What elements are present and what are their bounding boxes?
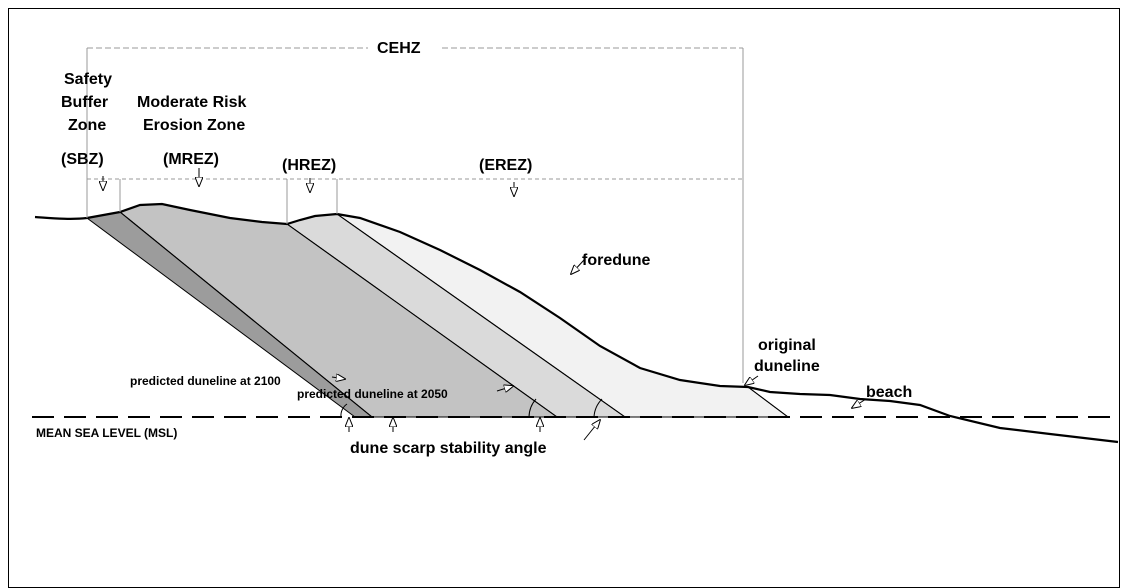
stability-angle-label: dune scarp stability angle bbox=[350, 440, 547, 457]
predicted-2100-arrow bbox=[331, 377, 345, 379]
beach-label: beach bbox=[866, 384, 912, 401]
mrez-abbr: (MREZ) bbox=[163, 151, 219, 168]
msl-label: MEAN SEA LEVEL (MSL) bbox=[36, 426, 177, 440]
original-duneline-arrow bbox=[745, 375, 759, 385]
cehz-label: CEHZ bbox=[377, 40, 421, 57]
angle-arc-3 bbox=[593, 398, 603, 418]
hrez-boundary-line bbox=[336, 213, 626, 418]
predicted-2100-line bbox=[119, 211, 373, 418]
hrez-abbr: (HREZ) bbox=[282, 157, 336, 174]
erez-boundary-line bbox=[747, 386, 789, 418]
mrez-label-line1: Moderate Risk bbox=[137, 94, 246, 111]
angle-arc-2 bbox=[528, 398, 537, 418]
erez-abbr: (EREZ) bbox=[479, 157, 532, 174]
predicted-2050-arrow bbox=[496, 386, 513, 391]
diagram-frame bbox=[8, 8, 1120, 588]
beach-arrow bbox=[852, 398, 867, 408]
foredune-label: foredune bbox=[582, 252, 651, 269]
dune-profile bbox=[34, 202, 1119, 444]
angle-arrow-4 bbox=[583, 420, 600, 441]
foredune-arrow bbox=[571, 259, 585, 274]
original-duneline-line2: duneline bbox=[754, 358, 820, 375]
predicted-2050-label: predicted duneline at 2050 bbox=[297, 387, 448, 401]
sbz-label-line1: Safety bbox=[64, 71, 112, 88]
sbz-abbr: (SBZ) bbox=[61, 151, 104, 168]
original-duneline-line1: original bbox=[758, 337, 816, 354]
sbz-label-line2: Buffer bbox=[61, 94, 108, 111]
predicted-2100-label: predicted duneline at 2100 bbox=[130, 374, 281, 388]
mrez-label-line2: Erosion Zone bbox=[143, 117, 245, 134]
sbz-label-line3: Zone bbox=[68, 117, 106, 134]
angle-arc-1 bbox=[340, 403, 348, 418]
